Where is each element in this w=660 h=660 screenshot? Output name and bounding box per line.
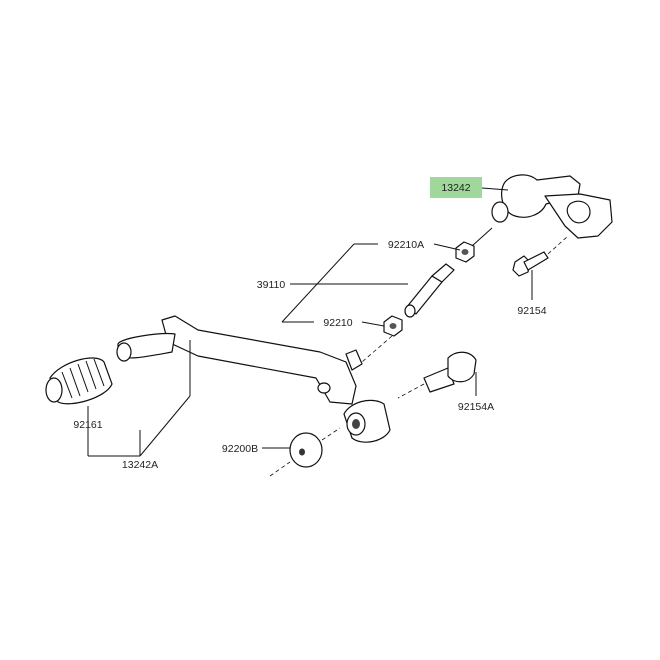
dash-92200b: [269, 461, 291, 477]
bolt-92154a[interactable]: [423, 351, 477, 393]
dash-92200b-2: [321, 427, 341, 441]
label-92210a[interactable]: 92210A: [388, 239, 424, 251]
rod-39110[interactable]: [404, 263, 455, 318]
shift-arm-13242[interactable]: [491, 174, 613, 239]
leader-92210a-arm: [471, 227, 493, 247]
label-92161[interactable]: 92161: [73, 419, 102, 431]
label-13242a[interactable]: 13242A: [122, 459, 158, 471]
dash-92154a: [397, 383, 425, 399]
pedal-boss[interactable]: [343, 399, 391, 443]
label-39110[interactable]: 39110: [257, 279, 286, 291]
nut-92210a[interactable]: [455, 241, 475, 263]
label-13242[interactable]: 13242: [441, 182, 470, 194]
bolt-92154[interactable]: [512, 251, 549, 277]
washer-92200b[interactable]: [289, 432, 323, 468]
label-92154a[interactable]: 92154A: [458, 401, 494, 413]
shift-pedal-13242a[interactable]: [116, 315, 363, 405]
label-92210[interactable]: 92210: [323, 317, 352, 329]
nut-92210[interactable]: [383, 315, 403, 337]
highlight-13242: [430, 177, 482, 198]
label-92200b[interactable]: 92200B: [222, 443, 258, 455]
pedal-rubber-92161[interactable]: [45, 357, 113, 405]
label-92154[interactable]: 92154: [517, 305, 546, 317]
dash-92210: [361, 335, 393, 363]
dash-92154: [547, 235, 569, 255]
callout-lines: [87, 187, 533, 457]
